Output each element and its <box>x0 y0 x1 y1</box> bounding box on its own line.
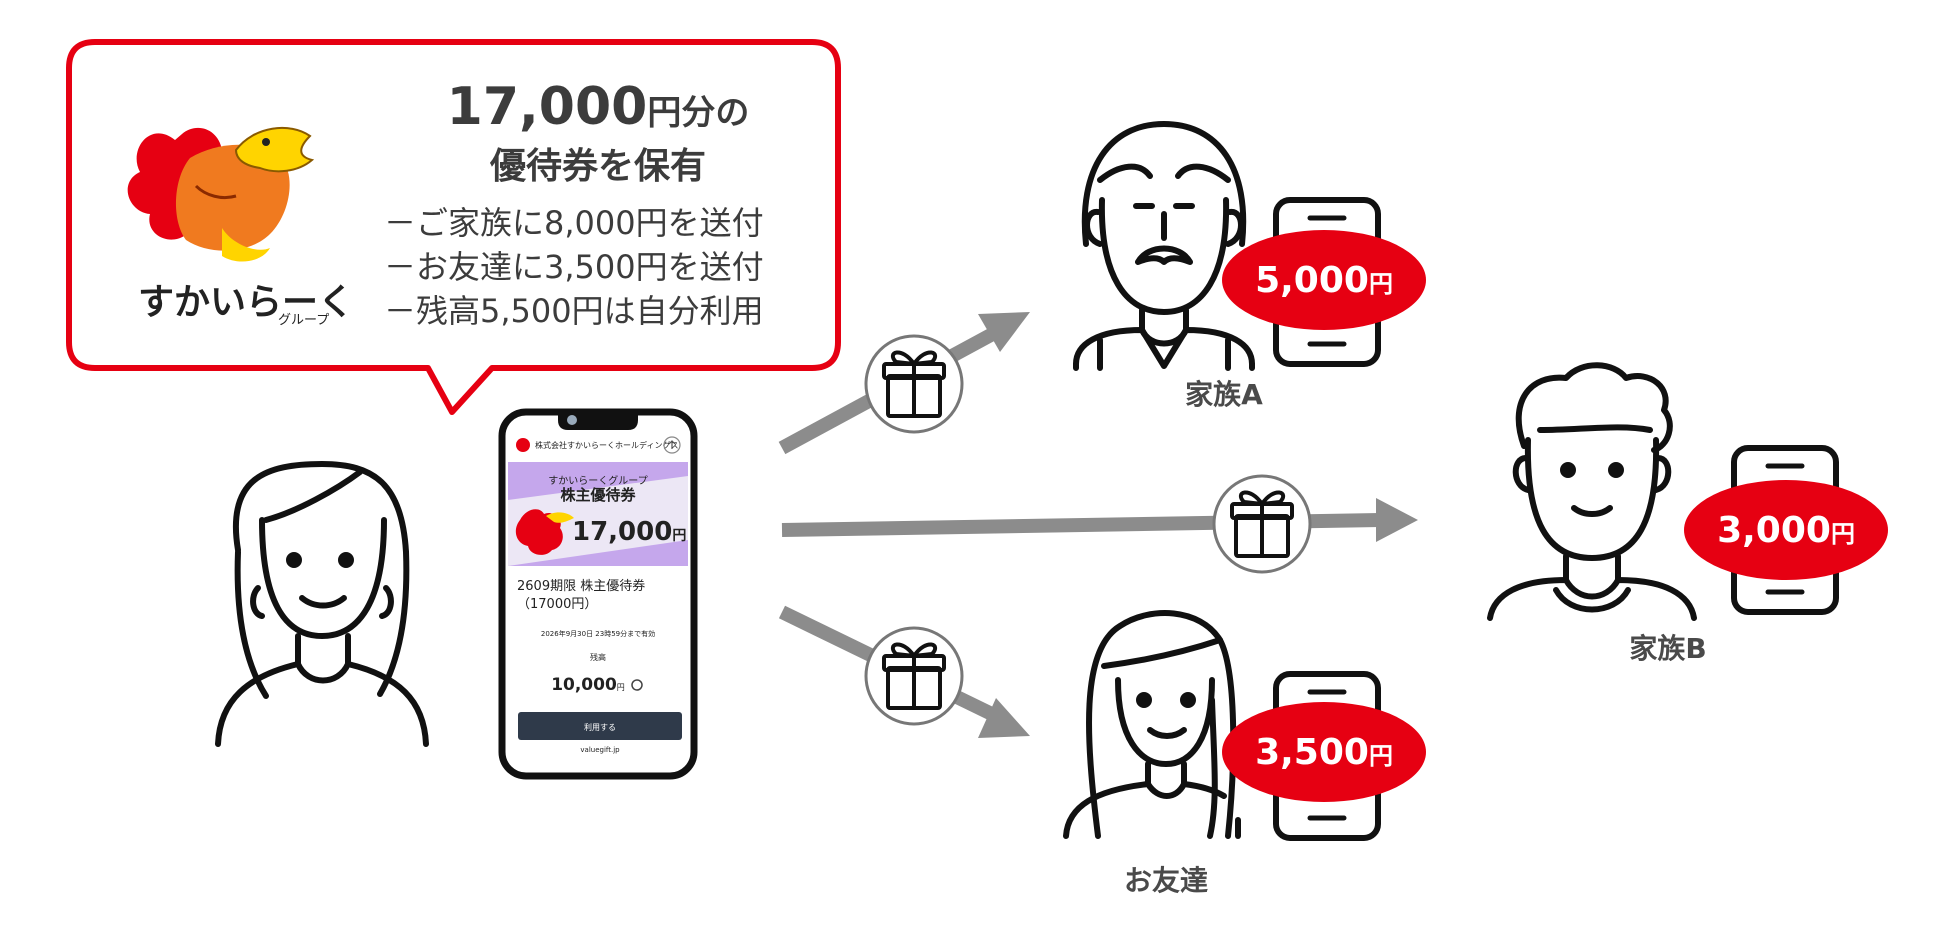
use-button-label: 利用する <box>584 722 616 732</box>
balance-value: 10,000 <box>551 675 617 695</box>
amount-badge: 5,000円 <box>1222 230 1426 330</box>
sender-smartphone: 株式会社すかいらーくホールディングス すかいらーくグループ 株主優待券 17,0… <box>498 408 698 780</box>
balance-unit: 円 <box>617 683 625 692</box>
expiry-text: 2026年9月30日 23時59分まで有効 <box>541 629 655 638</box>
ticket-amount-unit: 円 <box>672 528 686 544</box>
amount-value: 5,000 <box>1255 260 1369 301</box>
sender-woman-icon <box>215 461 429 747</box>
recipient-friend: 3,500円 お友達 <box>1063 610 1426 897</box>
amount-badge-text: 3,500円 <box>1255 732 1393 773</box>
recipient-name: 家族A <box>1185 378 1263 411</box>
use-button[interactable]: 利用する <box>518 712 682 740</box>
amount-badge: 3,500円 <box>1222 702 1426 802</box>
refresh-icon[interactable] <box>631 679 643 691</box>
elderly-man-icon <box>1073 121 1255 371</box>
share-icon[interactable] <box>663 436 681 454</box>
ticket-group: すかいらーくグループ <box>548 474 647 487</box>
arrow-to-family-b <box>781 498 1418 542</box>
amount-unit: 円 <box>1369 270 1393 298</box>
bubble-content: 17,000円分の 優待券を保有 －ご家族に8,000円を送付 －お友達に3,5… <box>384 77 764 330</box>
bullet-line-2: －お友達に3,500円を送付 <box>384 248 764 286</box>
balance-label: 残高 <box>590 652 606 662</box>
recipient-family-b: 3,000円 家族B <box>1487 362 1888 665</box>
gift-icon <box>864 334 964 434</box>
headline-amount: 17,000 <box>447 77 648 137</box>
headline-line2: 優待券を保有 <box>489 146 706 187</box>
amount-unit: 円 <box>1369 742 1393 770</box>
recipient-family-a: 5,000円 家族A <box>1073 121 1426 411</box>
item-title: 2609期限 株主優待券 <box>517 578 645 594</box>
ticket-card[interactable]: すかいらーくグループ 株主優待券 17,000円 <box>508 462 688 566</box>
recipient-name: お友達 <box>1124 864 1208 897</box>
headline-line1: 17,000円分の <box>447 77 750 137</box>
phone-footer: valuegift.jp <box>580 746 620 754</box>
amount-value: 3,500 <box>1255 732 1369 773</box>
ticket-amount: 17,000円 <box>572 517 686 547</box>
bird-icon <box>127 126 315 262</box>
ticket-title: 株主優待券 <box>560 486 636 504</box>
young-man-icon <box>1487 362 1697 621</box>
balance: 10,000円 <box>551 675 625 695</box>
skylark-logo: すかいらーく グループ <box>127 126 354 328</box>
logo-sub-text: グループ <box>278 313 329 328</box>
woman-long-hair-icon <box>1063 610 1241 839</box>
amount-badge-text: 3,000円 <box>1717 510 1855 551</box>
amount-badge-text: 5,000円 <box>1255 260 1393 301</box>
gift-icon <box>1212 474 1312 574</box>
amount-value: 3,000 <box>1717 510 1831 551</box>
headline-suffix: 円分の <box>647 93 749 133</box>
amount-badge: 3,000円 <box>1684 480 1888 580</box>
bullet-line-3: －残高5,500円は自分利用 <box>384 292 764 330</box>
logo-brand-text: すかいらーく <box>138 281 354 323</box>
recipient-name: 家族B <box>1629 632 1706 665</box>
phone-company: 株式会社すかいらーくホールディングス <box>535 440 678 450</box>
amount-unit: 円 <box>1831 520 1855 548</box>
ticket-bird-icon <box>515 509 574 555</box>
ticket-amount-value: 17,000 <box>572 517 672 547</box>
gift-icon <box>864 626 964 726</box>
bullet-line-1: －ご家族に8,000円を送付 <box>384 204 764 242</box>
item-sub: （17000円） <box>517 597 597 612</box>
